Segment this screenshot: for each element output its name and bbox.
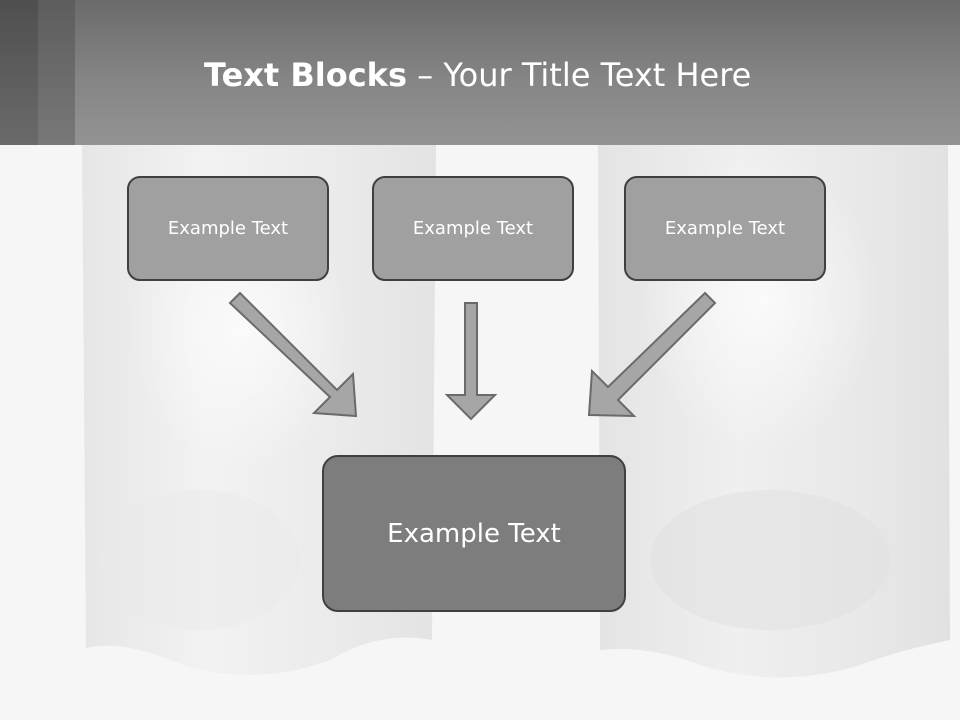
title-bar bbox=[0, 0, 960, 145]
text-block-main-label: Example Text bbox=[387, 518, 561, 549]
arrow-down-left-icon bbox=[587, 291, 717, 418]
text-block-center: Example Text bbox=[372, 176, 574, 281]
text-block-label: Example Text bbox=[167, 218, 289, 239]
text-block-main: Example Text bbox=[322, 455, 626, 612]
slide-title-bold: Text Blocks bbox=[204, 56, 407, 94]
text-block-right: Example Text bbox=[624, 176, 826, 281]
slide-title: Text Blocks – Your Title Text Here bbox=[204, 55, 924, 95]
arrow-down-right-icon bbox=[228, 291, 358, 418]
text-block-left: Example Text bbox=[127, 176, 329, 281]
text-block-label: Example Text bbox=[664, 218, 786, 239]
arrow-down-icon bbox=[444, 302, 498, 421]
header-accent-strip bbox=[0, 0, 38, 145]
slide-title-rest: Your Title Text Here bbox=[443, 56, 752, 94]
text-block-label: Example Text bbox=[412, 218, 534, 239]
slide-title-separator: – bbox=[407, 56, 444, 94]
header-accent-strip bbox=[38, 0, 75, 145]
